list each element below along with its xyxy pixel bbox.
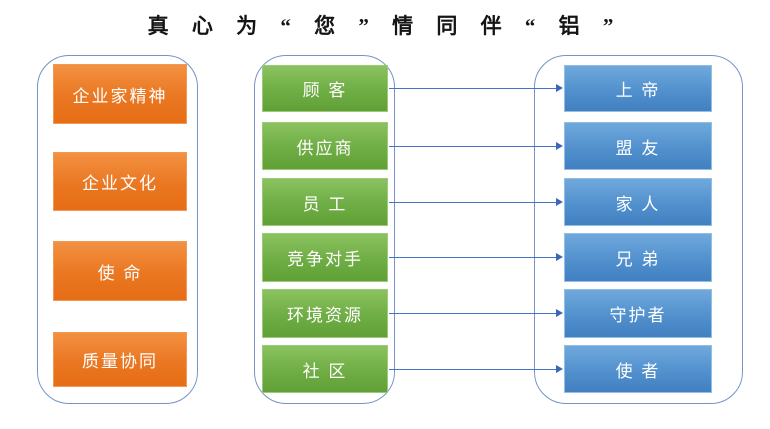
right-node-4: 守护者 <box>564 289 712 338</box>
connector-arrow-line-5 <box>389 369 556 370</box>
right-node-5: 使 者 <box>564 345 712 393</box>
connector-arrow-line-0 <box>389 88 556 89</box>
connector-arrowhead-icon-0 <box>556 84 563 92</box>
middle-node-4: 环境资源 <box>262 289 388 338</box>
connector-arrow-line-3 <box>389 257 556 258</box>
middle-node-0: 顾 客 <box>262 65 388 112</box>
left-node-2: 使 命 <box>53 241 187 301</box>
connector-arrow-line-2 <box>389 202 556 203</box>
connector-arrow-line-4 <box>389 313 556 314</box>
connector-arrow-line-1 <box>389 146 556 147</box>
left-node-1: 企业文化 <box>53 152 187 211</box>
connector-arrowhead-icon-3 <box>556 253 563 261</box>
right-node-2: 家 人 <box>564 178 712 226</box>
right-node-1: 盟 友 <box>564 122 712 170</box>
left-node-3: 质量协同 <box>53 332 187 387</box>
middle-node-5: 社 区 <box>262 345 388 393</box>
middle-node-1: 供应商 <box>262 122 388 170</box>
connector-arrowhead-icon-1 <box>556 142 563 150</box>
right-node-3: 兄 弟 <box>564 233 712 282</box>
diagram-title: 真 心 为 “ 您 ” 情 同 伴 “ 铝 ” <box>147 14 623 38</box>
connector-arrowhead-icon-5 <box>556 365 563 373</box>
left-node-0: 企业家精神 <box>53 64 187 124</box>
middle-node-2: 员 工 <box>262 178 388 226</box>
connector-arrowhead-icon-4 <box>556 309 563 317</box>
middle-node-3: 竞争对手 <box>262 233 388 282</box>
right-node-0: 上 帝 <box>564 65 712 112</box>
connector-arrowhead-icon-2 <box>556 198 563 206</box>
